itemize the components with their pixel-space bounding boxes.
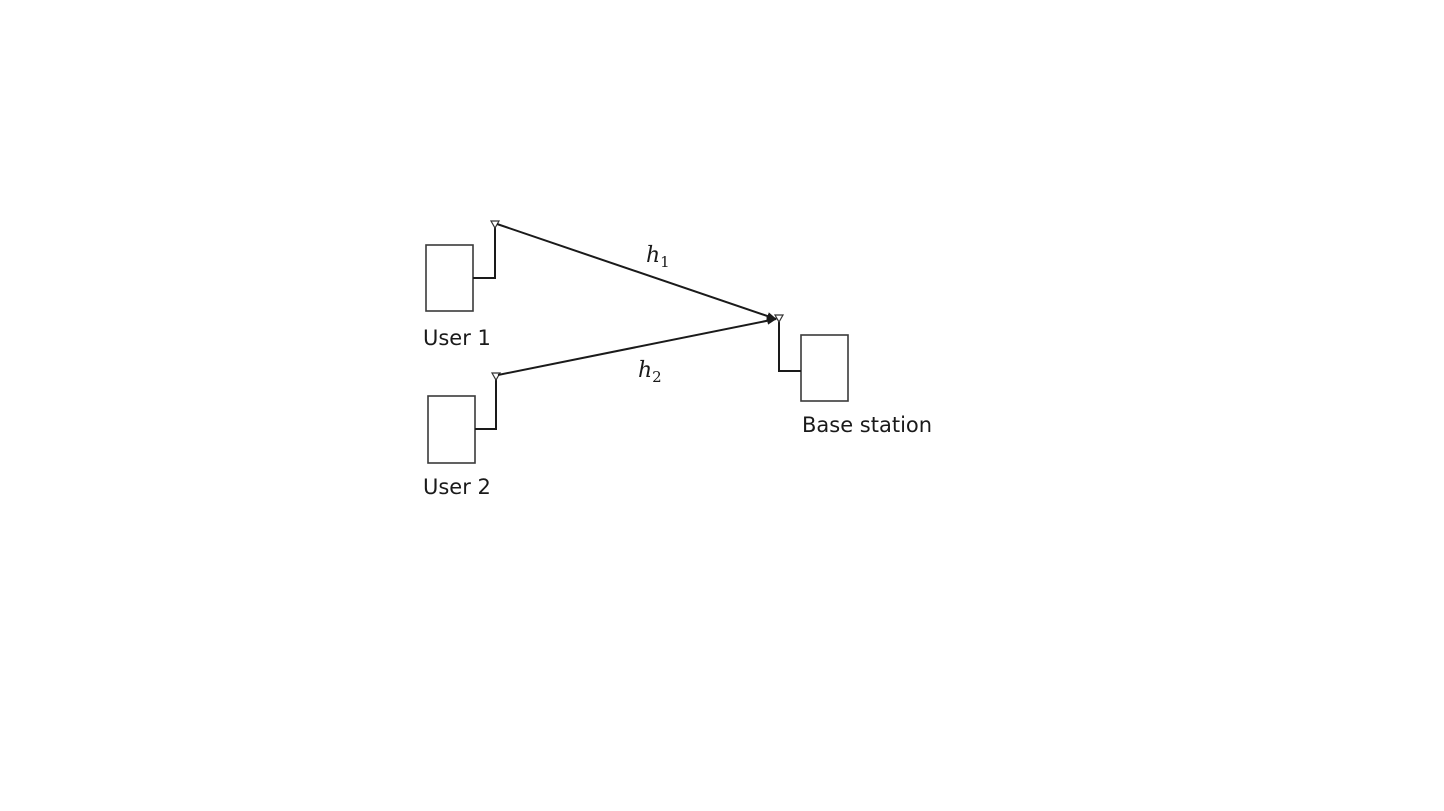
user-1-box: [425, 244, 474, 312]
user-2-box: [427, 395, 476, 464]
base-station-antenna-icon: [773, 314, 785, 324]
user-2-antenna-feed: [475, 379, 497, 430]
channel-h1-arrow: [496, 223, 777, 320]
base-station-antenna-feed: [778, 322, 801, 372]
base-station-device: Base station: [773, 314, 932, 437]
channel-h2-label: h2: [638, 358, 662, 386]
user-1-label: User 1: [423, 326, 491, 350]
user-1-antenna-feed: [473, 227, 496, 279]
user-1-device: User 1: [423, 220, 501, 350]
user-2-device: User 2: [423, 372, 502, 499]
base-station-label: Base station: [802, 413, 932, 437]
base-station-box: [800, 334, 849, 402]
channel-h1-label: h1: [646, 243, 670, 271]
user-2-label: User 2: [423, 475, 491, 499]
channel-h2-arrow: [497, 316, 777, 376]
